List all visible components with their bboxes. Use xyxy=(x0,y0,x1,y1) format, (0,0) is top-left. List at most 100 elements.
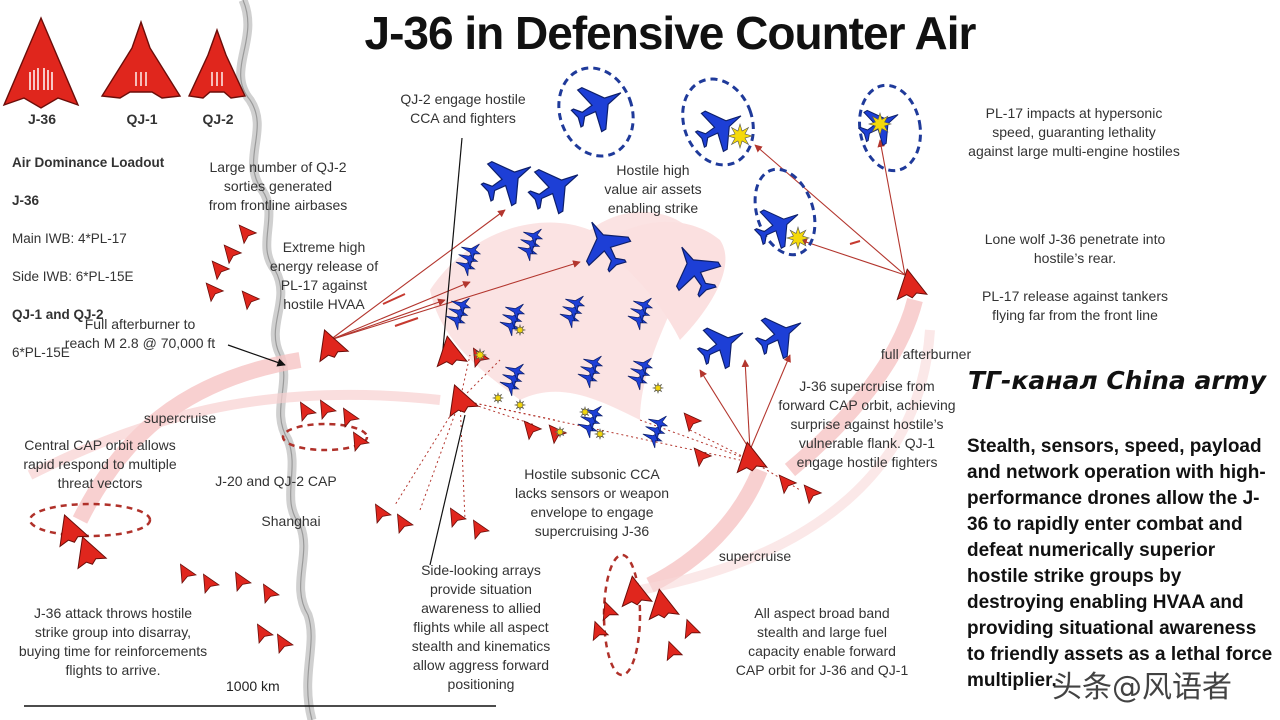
qj-drone xyxy=(211,260,231,281)
hostile-drone-formation xyxy=(642,415,669,449)
j36-aircraft xyxy=(436,335,468,368)
j36-aircraft xyxy=(621,575,653,608)
hostile-aircraft xyxy=(675,246,722,298)
impact-burst xyxy=(491,391,505,405)
hostile-aircraft xyxy=(696,327,744,370)
qj-drone xyxy=(205,282,225,303)
qj-drone xyxy=(684,618,702,640)
qj-drone xyxy=(523,420,543,441)
loadout-j36-heading: J-36 xyxy=(12,193,40,208)
pointer-qj2-engage xyxy=(441,137,463,361)
label-subsonic-cca: Hostile subsonic CCA lacks sensors or we… xyxy=(514,466,670,539)
legend-label-qj2: QJ-2 xyxy=(202,111,234,127)
hostile-drone-formation xyxy=(517,228,544,262)
missile-trajectories xyxy=(329,139,906,451)
qj-drone xyxy=(375,503,392,524)
legend-j36-shape xyxy=(2,16,80,109)
qj-drone xyxy=(257,623,274,644)
impact-burst xyxy=(726,122,754,150)
loadout-heading: Air Dominance Loadout xyxy=(12,155,165,170)
friendly-aircraft-group xyxy=(59,224,928,662)
j36-aircraft xyxy=(77,535,108,570)
qj-drone xyxy=(473,519,490,540)
hostile-orbits xyxy=(557,66,922,257)
impact-burst xyxy=(513,398,527,412)
label-pl17-impacts: PL-17 impacts at hypersonic speed, guara… xyxy=(968,105,1180,159)
hostile-drone-formation xyxy=(577,405,604,439)
qj-drone xyxy=(241,290,261,311)
qj-drone xyxy=(450,507,467,528)
impact-burst xyxy=(472,347,488,363)
label-supercruise-left: supercruise xyxy=(143,410,217,426)
hostile-drone-formation xyxy=(455,243,482,277)
label-qj2-sorties: Large number of QJ-2 sorties generated f… xyxy=(208,159,348,213)
engagement-lines xyxy=(394,354,801,521)
label-j20-cap: J-20 and QJ-2 CAP xyxy=(215,473,337,489)
j36-aircraft xyxy=(896,268,928,301)
hostile-aircraft xyxy=(754,317,802,360)
page-title: J-36 in Defensive Counter Air xyxy=(364,7,977,59)
label-scale: 1000 km xyxy=(226,678,280,694)
j36-aircraft xyxy=(648,588,680,621)
qj-drone xyxy=(223,244,243,265)
label-lone-wolf: Lone wolf J-36 penetrate into hostile’s … xyxy=(984,231,1166,266)
qj-drone xyxy=(602,600,620,622)
label-pl17-tankers: PL-17 release against tankers flying far… xyxy=(982,288,1168,323)
qj-drone xyxy=(683,412,703,433)
hostile-aircraft xyxy=(480,160,532,207)
qj-drone xyxy=(592,620,610,642)
forward-cap-orbit xyxy=(602,553,642,677)
summary-text: Stealth, sensors, speed, payload and net… xyxy=(967,436,1273,691)
coastline-inner xyxy=(240,0,313,720)
legend-label-j36: J-36 xyxy=(27,111,57,127)
label-broad-band: All aspect broad band stealth and large … xyxy=(735,605,909,678)
label-j36-supercruise: J-36 supercruise from forward CAP orbit,… xyxy=(778,378,956,470)
impact-burst xyxy=(593,427,607,441)
label-extreme-energy: Extreme high energy release of PL-17 aga… xyxy=(269,239,379,312)
qj-drone xyxy=(238,224,258,245)
pointer-afterburner xyxy=(227,344,286,367)
hostile-aircraft xyxy=(570,86,622,133)
cap-orbits xyxy=(28,422,642,677)
channel-caption: ТГ-канал China army xyxy=(968,366,1266,395)
qj-drone xyxy=(666,640,684,662)
hostile-drone-formation xyxy=(445,297,472,331)
j36-aircraft xyxy=(319,328,350,363)
qj-drone xyxy=(235,571,252,592)
arrow-wide-right xyxy=(639,329,935,595)
loadout-main-iwb: Main IWB: 4*PL-17 xyxy=(12,231,127,246)
qj-drone xyxy=(803,484,823,505)
loadout-side-iwb: Side IWB: 6*PL-15E xyxy=(12,269,134,284)
label-supercruise-bottom: supercruise xyxy=(718,548,792,564)
hostile-aircraft xyxy=(585,221,632,273)
hostile-drone-formation xyxy=(577,355,604,389)
legend-label-qj1: QJ-1 xyxy=(126,111,158,127)
label-hostile-hv: Hostile high value air assets enabling s… xyxy=(604,162,702,216)
impact-bursts xyxy=(472,111,893,441)
j36-aircraft xyxy=(59,513,90,548)
label-full-afterburner: Full afterburner to reach M 2.8 @ 70,000… xyxy=(64,316,216,351)
arrow-bottom-supercruise xyxy=(646,466,768,593)
qj-drone xyxy=(693,447,713,468)
qj-drone xyxy=(203,573,220,594)
impact-burst xyxy=(578,405,592,419)
legend-qj2-shape xyxy=(187,27,247,99)
j36-aircraft xyxy=(736,441,768,474)
missile-markers xyxy=(382,240,861,327)
hostile-drone-formation xyxy=(559,295,586,329)
arrow-right-afterburner xyxy=(784,297,923,477)
qj-drone xyxy=(778,474,798,495)
hostile-aircraft xyxy=(527,168,579,215)
watermark-text: 头条@风语者 xyxy=(1052,670,1232,705)
impact-burst xyxy=(785,225,811,251)
hostile-drone-formation xyxy=(499,303,526,337)
loadout-panel: Air Dominance Loadout J-36 Main IWB: 4*P… xyxy=(12,134,164,381)
qj-drone xyxy=(277,633,294,654)
hostile-drone-formation xyxy=(627,297,654,331)
label-disarray: J-36 attack throws hostile strike group … xyxy=(18,605,208,678)
qj-drone xyxy=(300,401,317,422)
hostile-drone-formation xyxy=(499,363,526,397)
hostile-drone-formation xyxy=(627,357,654,391)
qj-drone xyxy=(353,431,370,452)
